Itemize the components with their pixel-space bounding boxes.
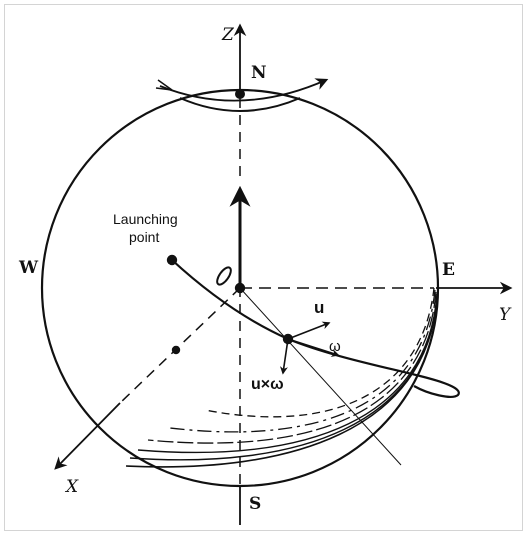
x-axis-label: X xyxy=(64,477,79,497)
vector-omega-label: ω xyxy=(329,338,341,355)
polar-cap-arc xyxy=(179,97,301,112)
east-label: E xyxy=(442,260,455,280)
launching-point-label-line2: point xyxy=(129,229,159,245)
x-axis-inside-dashed xyxy=(119,287,241,404)
vector-u-arrow xyxy=(287,321,331,340)
north-pole-dot xyxy=(235,89,245,99)
trajectory-curve xyxy=(171,259,460,398)
polar-rotation-tail-mark xyxy=(155,79,173,91)
launching-point-dot xyxy=(166,254,178,266)
latitude-ring-6 xyxy=(125,297,438,468)
latitude-rings xyxy=(125,287,438,468)
radial-thin-line xyxy=(239,287,402,466)
x-axis-outside xyxy=(54,402,121,470)
sphere-center-dot xyxy=(234,282,246,294)
south-label: S xyxy=(249,494,261,514)
latitude-ring-4 xyxy=(137,293,438,454)
vector-omega-arrow xyxy=(287,338,340,357)
vector-u-cross-omega-arrow xyxy=(279,338,289,375)
launching-point-label-line1: Launching xyxy=(113,211,178,227)
polar-rotation-arc xyxy=(159,78,329,102)
latitude-ring-3 xyxy=(147,291,437,444)
north-label: N xyxy=(251,63,267,83)
vector-u-cross-omega-label: u×ω xyxy=(251,376,284,393)
west-label: W xyxy=(18,258,39,278)
latitude-ring-1 xyxy=(204,287,435,418)
x-axis-marker-dot xyxy=(171,345,181,355)
small-disk xyxy=(216,266,232,286)
z-axis-label: Z xyxy=(221,25,235,45)
vector-u-label: u xyxy=(314,298,324,317)
latitude-ring-2 xyxy=(169,289,436,433)
y-axis-label: Y xyxy=(499,305,512,325)
